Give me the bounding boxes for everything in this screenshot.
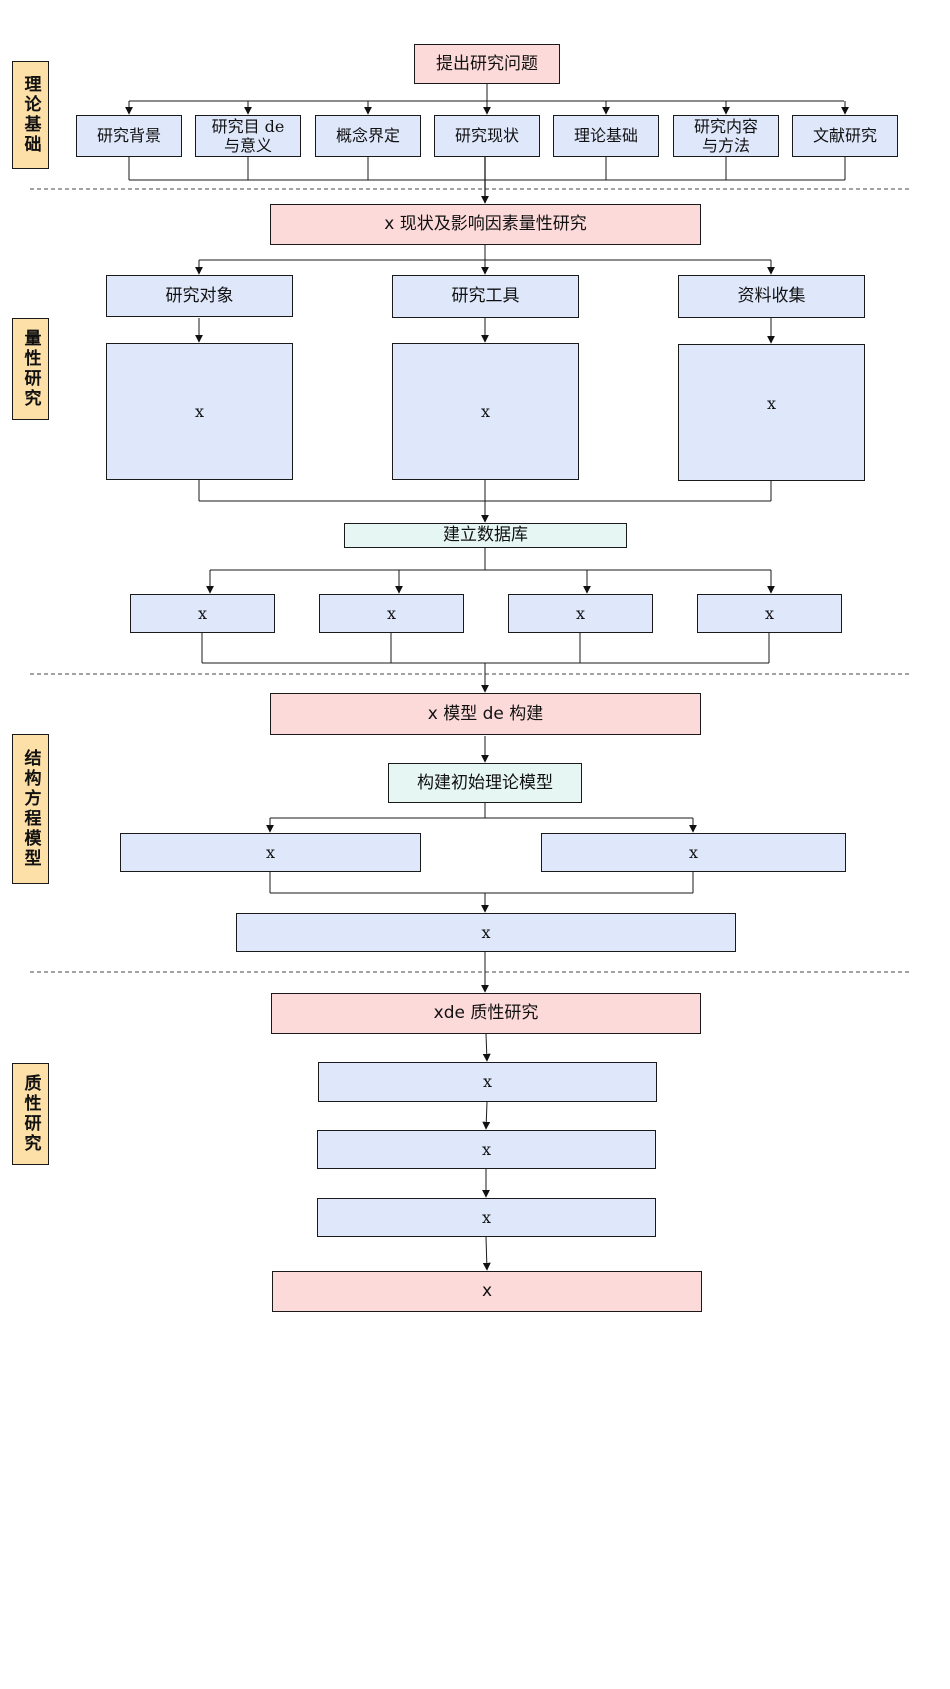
- node-theory-basis: 理论基础: [553, 115, 659, 157]
- node-collect: 资料收集: [678, 275, 865, 318]
- node-qual-1: x: [318, 1062, 657, 1102]
- node-model-right: x: [541, 833, 846, 872]
- node-tool-detail: x: [392, 343, 579, 480]
- node-analysis-4: x: [697, 594, 842, 633]
- node-quant-main: x 现状及影响因素量性研究: [270, 204, 701, 245]
- node-database: 建立数据库: [344, 523, 627, 548]
- section-label-qual: 质性研究: [12, 1063, 49, 1165]
- section-label-quant: 量性研究: [12, 318, 49, 420]
- node-subject-detail: x: [106, 343, 293, 480]
- node-final: x: [272, 1271, 702, 1312]
- node-analysis-3: x: [508, 594, 653, 633]
- node-init-model: 构建初始理论模型: [388, 763, 582, 803]
- node-tool: 研究工具: [392, 275, 579, 318]
- section-label-sem: 结构方程模型: [12, 734, 49, 884]
- node-sem-main: x 模型 de 构建: [270, 693, 701, 735]
- node-analysis-1: x: [130, 594, 275, 633]
- node-purpose: 研究目 de 与意义: [195, 115, 301, 157]
- node-collect-detail: x: [678, 344, 865, 481]
- node-status: 研究现状: [434, 115, 540, 157]
- node-background: 研究背景: [76, 115, 182, 157]
- node-qual-main: xde 质性研究: [271, 993, 701, 1034]
- node-subject: 研究对象: [106, 275, 293, 317]
- section-label-theory: 理论基础: [12, 61, 49, 169]
- node-content-method: 研究内容 与方法: [673, 115, 779, 157]
- node-model-result: x: [236, 913, 736, 952]
- node-model-left: x: [120, 833, 421, 872]
- node-literature: 文献研究: [792, 115, 898, 157]
- node-question: 提出研究问题: [414, 44, 560, 84]
- node-qual-3: x: [317, 1198, 656, 1237]
- node-concept: 概念界定: [315, 115, 421, 157]
- node-qual-2: x: [317, 1130, 656, 1169]
- node-analysis-2: x: [319, 594, 464, 633]
